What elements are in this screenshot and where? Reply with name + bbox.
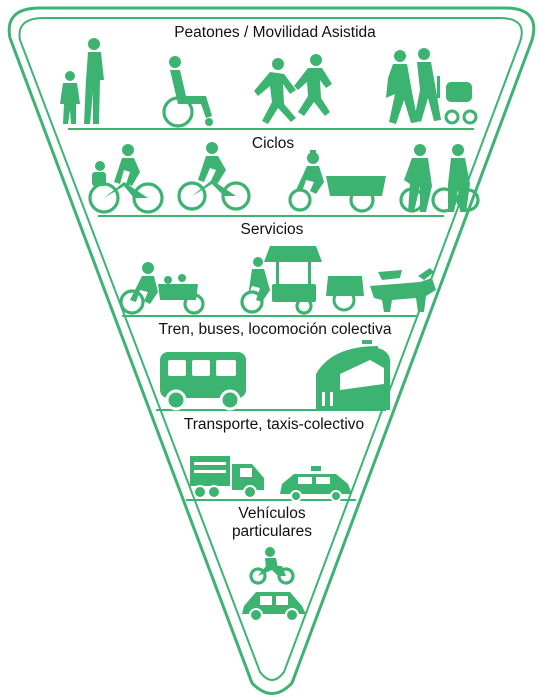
running-people-icon xyxy=(254,54,332,124)
pedestrians-with-stroller-icon xyxy=(386,48,478,125)
taxi-icon xyxy=(280,466,352,502)
woman-cyclist-icon xyxy=(177,142,251,211)
food-cart-vendor-icon xyxy=(240,246,322,315)
train-icon xyxy=(316,340,391,410)
tier-label-taxis: Transporte, taxis-colectivo xyxy=(184,416,364,433)
car-icon xyxy=(242,592,306,622)
truck-icon xyxy=(190,456,264,499)
tier-label-pedestrians: Peatones / Movilidad Asistida xyxy=(174,24,376,41)
bus-icon xyxy=(160,352,246,411)
wheelchair-user-icon xyxy=(162,56,213,128)
cargo-tricycle-icon xyxy=(288,150,386,213)
couple-with-bicycles-icon xyxy=(399,144,480,213)
tier-label-private-vehicles-line2: particulares xyxy=(232,523,312,540)
tier-label-public-transport: Tren, buses, locomoción colectiva xyxy=(159,321,392,338)
tier-label-private-vehicles-line1: Vehículos xyxy=(238,505,305,522)
ox-cart-icon xyxy=(326,268,436,312)
motorcycle-icon xyxy=(249,547,295,585)
tier-label-cycles: Ciclos xyxy=(252,135,294,152)
pyramid-inner-border xyxy=(18,17,523,681)
walking-family-icon xyxy=(60,38,104,124)
cyclist-with-child-icon xyxy=(88,144,164,214)
cargo-bike-with-passengers-icon xyxy=(119,262,205,315)
tier-label-services: Servicios xyxy=(241,221,304,238)
pyramid-outer-border xyxy=(7,6,536,695)
